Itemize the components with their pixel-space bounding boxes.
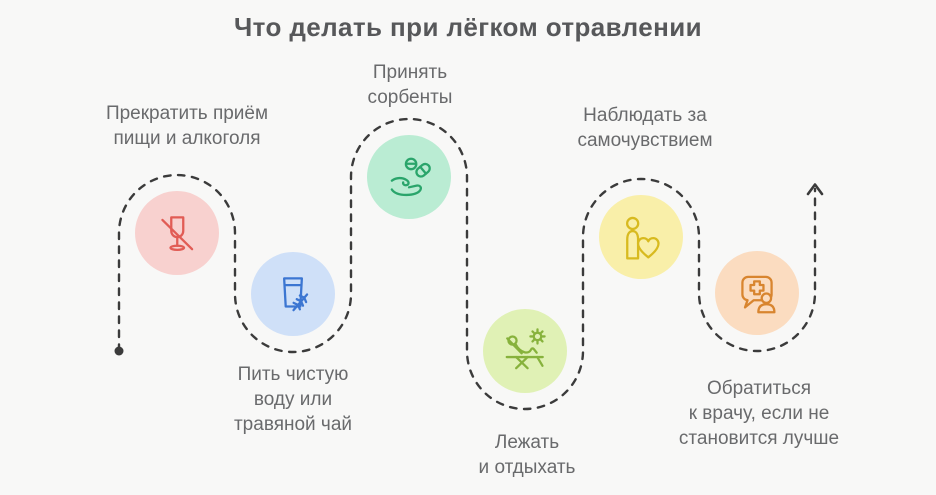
chat-medical-person-icon bbox=[741, 275, 776, 314]
step-6-label: Обратиться к врачу, если не становится л… bbox=[678, 378, 840, 449]
step-1-label: Прекратить приём пищи и алкоголя bbox=[105, 103, 269, 149]
no-alcohol-icon bbox=[161, 216, 194, 252]
step-4-circle bbox=[483, 309, 567, 393]
step-6-circle bbox=[715, 251, 799, 335]
route-dashed-line bbox=[117, 117, 817, 411]
step-2-circle bbox=[251, 252, 335, 336]
page-title: Что делать при лёгком отравлении bbox=[234, 12, 702, 42]
step-4-label: Лежать и отдыхать bbox=[478, 432, 576, 478]
step-2-label: Пить чистую воду или травяной чай bbox=[233, 364, 353, 435]
step-5-circle bbox=[599, 195, 683, 279]
step-5-label: Наблюдать за самочувствием bbox=[577, 105, 713, 151]
route-end-arrow-icon bbox=[806, 183, 824, 196]
step-3-label: Принять сорбенты bbox=[367, 62, 453, 108]
route-start-dot bbox=[114, 346, 124, 356]
lounger-sun-icon bbox=[505, 328, 546, 370]
step-1-circle bbox=[135, 191, 219, 275]
person-heart-icon bbox=[625, 216, 660, 260]
step-3-circle bbox=[367, 135, 451, 219]
hand-pills-icon bbox=[390, 157, 431, 197]
water-glass-herb-icon bbox=[283, 277, 309, 312]
